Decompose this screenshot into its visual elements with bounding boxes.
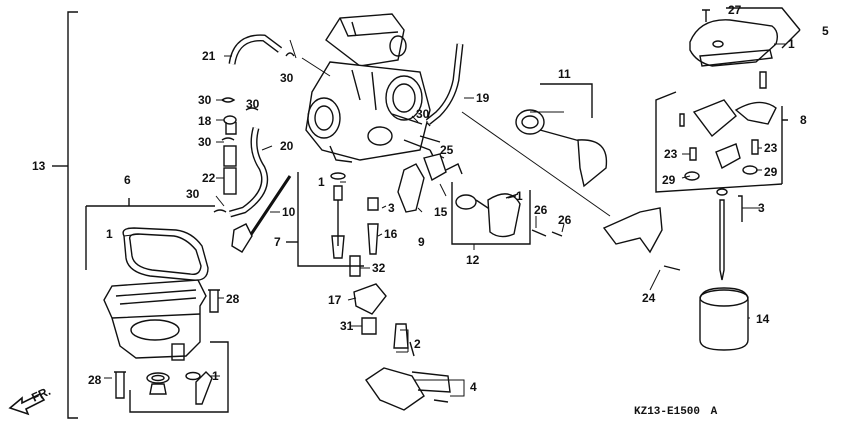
cover-group-12	[451, 182, 563, 245]
callout-17: 17	[328, 293, 342, 307]
link-arm-24	[602, 207, 681, 271]
assembly-bracket-13	[52, 11, 78, 419]
callout-23-a: 23	[664, 147, 678, 161]
callout-4: 4	[470, 380, 477, 394]
callout-26-a: 26	[534, 203, 548, 217]
callout-28-right: 28	[226, 292, 240, 306]
callout-19: 19	[476, 91, 490, 105]
callout-29-a: 29	[662, 173, 676, 187]
callout-29-b: 29	[764, 165, 778, 179]
callout-30-e: 30	[186, 187, 200, 201]
float-chamber-group	[85, 198, 229, 413]
callout-1-needle: 1	[318, 175, 325, 189]
carburetor-body	[305, 13, 441, 163]
top-cover-group-5	[689, 7, 801, 67]
callout-30-c: 30	[246, 97, 260, 111]
callout-11: 11	[558, 67, 571, 81]
callout-30-d: 30	[198, 135, 212, 149]
callout-24: 24	[642, 291, 656, 305]
callout-5: 5	[822, 24, 829, 38]
callout-1-gasket: 1	[106, 227, 113, 241]
needle-sleeve-group	[699, 188, 749, 351]
diagram-code: KZ13-E1500 A	[634, 406, 718, 418]
callout-numbers: 13 6 1 28 28 1 21 30 30 30 18 30 20 22 3…	[32, 3, 829, 394]
callout-22: 22	[202, 171, 216, 185]
leader-lines	[104, 39, 786, 397]
callout-8: 8	[800, 113, 807, 127]
callout-1-cover: 1	[516, 189, 523, 203]
callout-16: 16	[384, 227, 398, 241]
callout-30-a: 30	[280, 71, 294, 85]
bracket-group-8	[655, 71, 788, 193]
callout-1-washer: 1	[212, 369, 219, 383]
callout-31: 31	[340, 319, 354, 333]
callout-3-needle: 3	[758, 201, 765, 215]
callout-3-jet: 3	[388, 201, 395, 215]
front-indicator-label: FR.	[29, 384, 52, 405]
callout-25: 25	[440, 143, 454, 157]
callout-2: 2	[414, 337, 421, 351]
callout-13: 13	[32, 159, 46, 173]
callout-14: 14	[756, 312, 770, 326]
callout-20: 20	[280, 139, 294, 153]
choke-group-11	[515, 83, 608, 188]
diagram-code-main: KZ13-E1500	[634, 406, 700, 418]
callout-7: 7	[274, 235, 281, 249]
diagram-code-suffix: A	[711, 406, 718, 418]
callout-28-bottom: 28	[88, 373, 102, 387]
callout-10: 10	[282, 205, 296, 219]
hose-group	[213, 34, 431, 218]
callout-26-b: 26	[558, 213, 572, 227]
callout-12: 12	[466, 253, 480, 267]
callout-9: 9	[418, 235, 425, 249]
callout-32: 32	[372, 261, 386, 275]
callout-18: 18	[198, 114, 212, 128]
callout-21: 21	[202, 49, 216, 63]
callout-30-b: 30	[198, 93, 212, 107]
callout-15: 15	[434, 205, 448, 219]
hose-19	[425, 43, 464, 125]
callout-27: 27	[728, 3, 742, 17]
callout-30-f: 30	[416, 107, 430, 121]
callout-6: 6	[124, 173, 131, 187]
callout-23-b: 23	[764, 141, 778, 155]
lever-group	[397, 153, 463, 213]
jet-group-left	[349, 197, 387, 335]
front-arrow-icon	[8, 392, 46, 416]
callout-1-topcover: 1	[788, 37, 795, 51]
jet-needle-group	[231, 172, 364, 267]
